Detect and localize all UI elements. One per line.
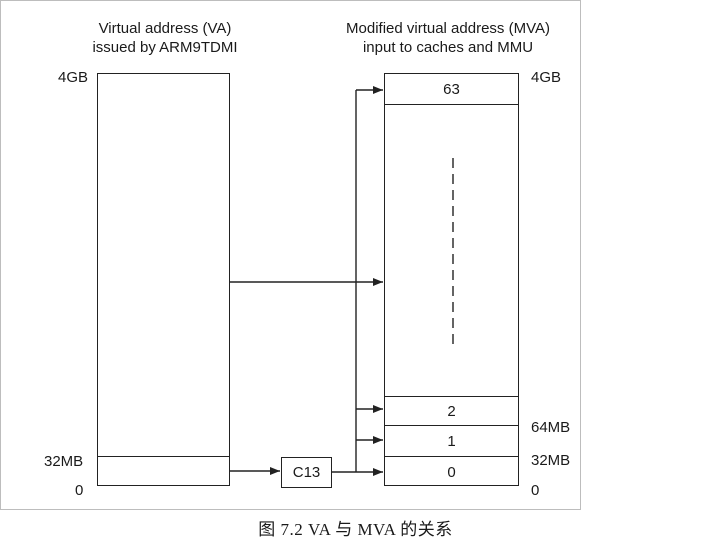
mva-divider-2-top — [384, 396, 519, 398]
mva-cell-1: 1 — [447, 433, 456, 450]
mva-cell-2: 2 — [447, 403, 456, 420]
va-label-4gb: 4GB — [58, 69, 89, 86]
c13-label: C13 — [292, 464, 321, 481]
mva-cell-0: 0 — [447, 464, 456, 481]
va-heading: Virtual address (VA) issued by ARM9TDMI — [70, 19, 260, 57]
mva-label-32mb: 32MB — [531, 452, 571, 469]
figure-caption: 图 7.2 VA 与 MVA 的关系 — [258, 520, 453, 539]
mva-heading-line1: Modified virtual address (MVA) — [346, 20, 550, 37]
va-address-space — [97, 73, 230, 486]
c13-box — [281, 457, 332, 488]
mva-divider-32mb — [384, 456, 519, 458]
va-heading-line1: Virtual address (VA) — [98, 20, 232, 37]
va-label-0: 0 — [75, 482, 84, 499]
mva-divider-63 — [384, 104, 519, 106]
mva-cell-63: 63 — [443, 81, 460, 98]
va-heading-line2: issued by ARM9TDMI — [92, 39, 238, 56]
mva-address-space — [384, 73, 519, 486]
mva-divider-64mb — [384, 425, 519, 427]
va-32mb-divider — [97, 456, 230, 458]
va-label-32mb: 32MB — [44, 453, 84, 470]
mva-label-64mb: 64MB — [531, 419, 571, 436]
mva-label-4gb: 4GB — [531, 69, 562, 86]
mva-label-0: 0 — [531, 482, 540, 499]
mva-heading: Modified virtual address (MVA) input to … — [328, 19, 568, 57]
mva-heading-line2: input to caches and MMU — [362, 39, 534, 56]
